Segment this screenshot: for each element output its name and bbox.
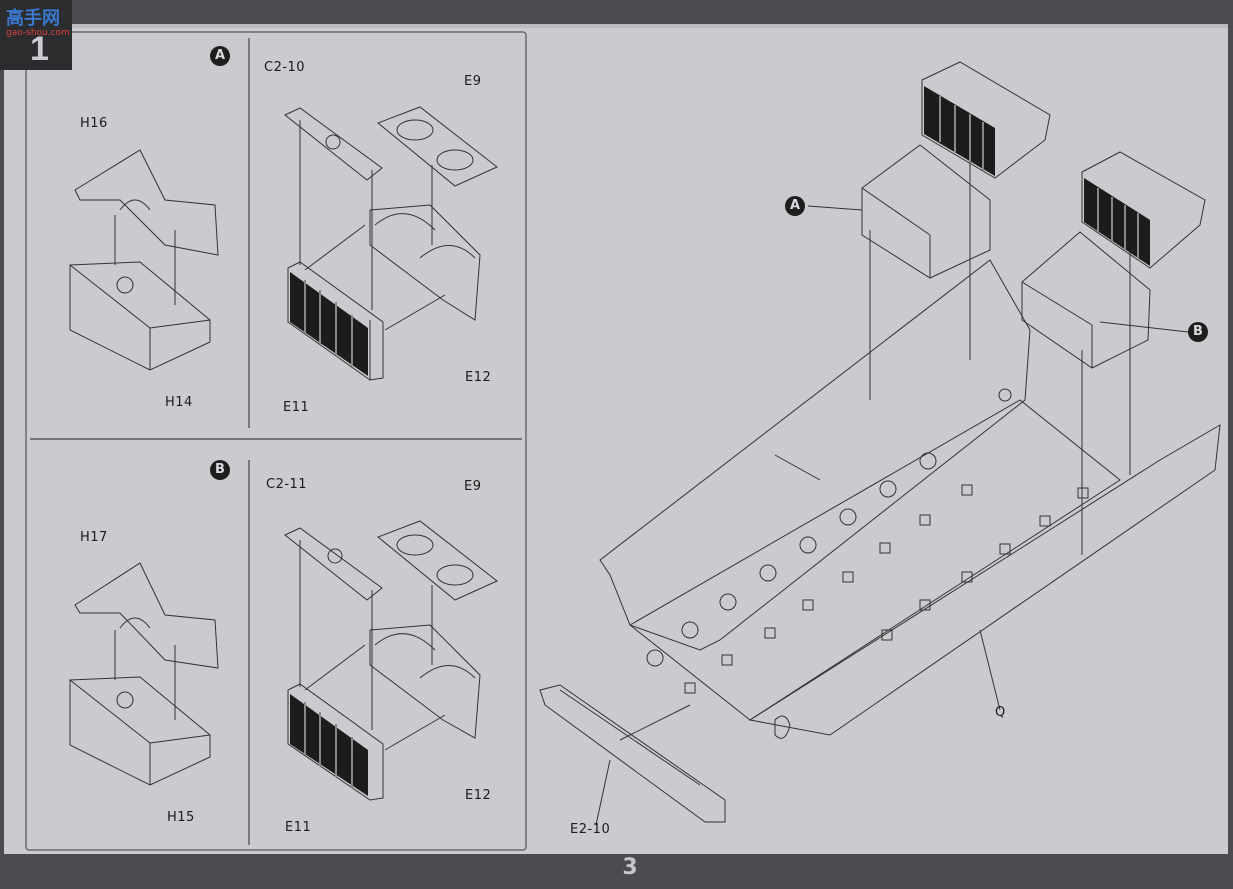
part-label-h14: H14 — [165, 395, 193, 410]
callout-b-badge: B — [1188, 322, 1208, 342]
step-number-block: 高手网 gao-shou.com 1 — [0, 0, 72, 70]
part-label-e11-a: E11 — [283, 400, 310, 415]
step-number: 1 — [30, 30, 49, 68]
part-label-e11-b: E11 — [285, 820, 312, 835]
part-label-c2-10: C2-10 — [264, 60, 306, 75]
panel-a-drawing — [69, 106, 498, 381]
part-label-q: Q — [995, 705, 1006, 720]
part-label-e2-10: E2-10 — [570, 822, 611, 837]
panel-a-grille-fill — [290, 272, 368, 376]
part-label-e9-a: E9 — [464, 74, 482, 89]
panel-b-badge: B — [210, 460, 230, 480]
callout-a-badge: A — [785, 196, 805, 216]
part-label-h17: H17 — [80, 530, 108, 545]
watermark: 高手网 — [6, 8, 60, 29]
part-label-e12-a: E12 — [465, 370, 492, 385]
part-label-e12-b: E12 — [465, 788, 492, 803]
part-label-h16: H16 — [80, 116, 108, 131]
part-label-h15: H15 — [167, 810, 195, 825]
sub-assembly-box — [25, 31, 527, 851]
panel-b-drawing — [69, 520, 498, 801]
watermark-sub: gao-shou.com — [6, 28, 70, 38]
part-label-e9-b: E9 — [464, 479, 482, 494]
part-label-c2-11: C2-11 — [266, 477, 308, 492]
main-hull-drawing — [539, 61, 1221, 826]
panel-a-badge: A — [210, 46, 230, 66]
page-number: 3 — [622, 855, 638, 880]
